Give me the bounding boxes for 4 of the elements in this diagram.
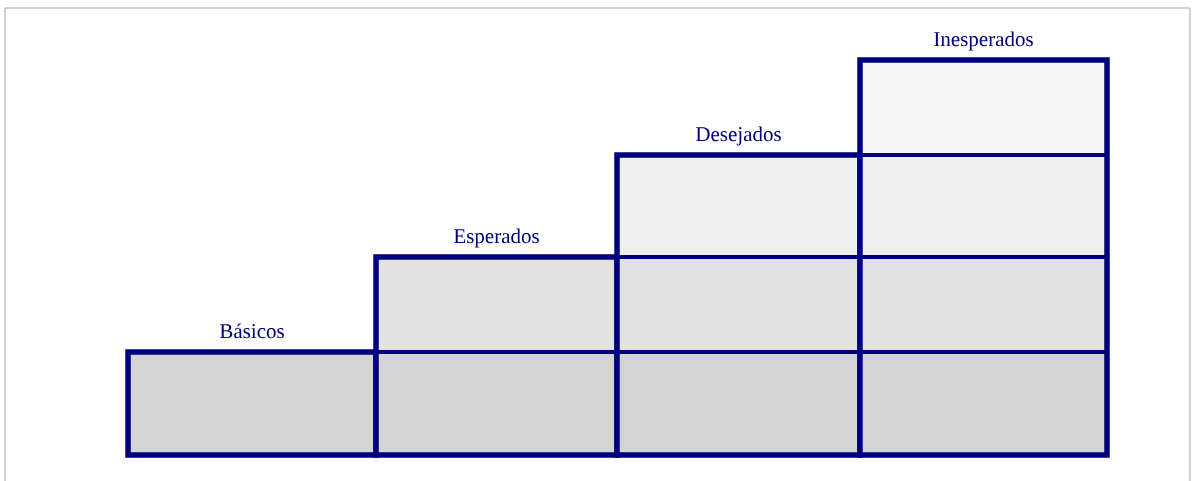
node-label: Básicos [219, 323, 284, 339]
node-label: Esperados [453, 228, 539, 248]
node-label: Desejados [695, 126, 781, 146]
node-label: Inesperados [934, 31, 1033, 51]
